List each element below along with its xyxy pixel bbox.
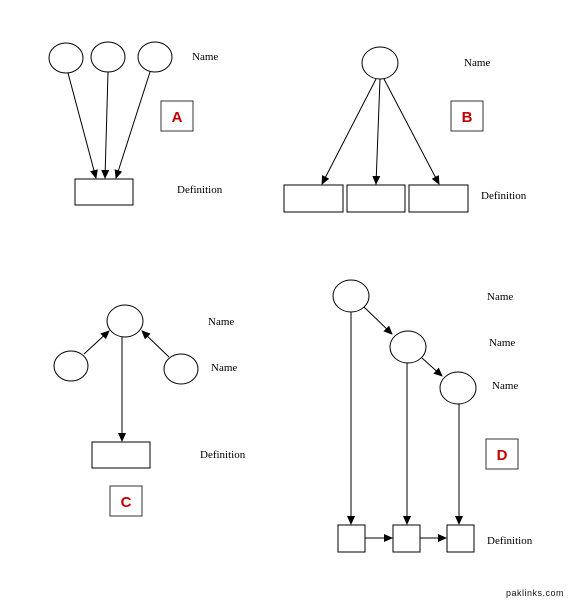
panel-a-definition-label: Definition [177, 184, 223, 196]
panel-d-tag: D [497, 447, 508, 464]
panel-d-name-label-3: Name [492, 380, 518, 392]
panel-a-name-label: Name [192, 51, 218, 63]
panel-a-edge-1 [67, 72, 98, 179]
panel-a-edge-2 [101, 71, 110, 179]
panel-d-name-label-1: Name [487, 291, 513, 303]
panel-a-name-node-2 [90, 41, 126, 73]
panel-d: Name Name Name Definition D [332, 279, 533, 553]
panel-c-name-node-left [53, 350, 89, 382]
panel-c-definition-node [91, 441, 151, 469]
panel-d-definition-node-1 [337, 524, 366, 553]
panel-d-edge-name-2-3 [421, 357, 443, 377]
panel-a-name-node-1 [48, 42, 84, 74]
panel-d-name-node-3 [439, 371, 477, 405]
panel-b-tag: B [462, 109, 473, 126]
panel-d-definition-node-2 [392, 524, 421, 553]
panel-b-name-node [361, 46, 399, 80]
panel-a-edge-3 [114, 71, 151, 179]
panel-c-name-label-right: Name [211, 362, 237, 374]
panel-b-name-label: Name [464, 57, 490, 69]
panel-d-name-label-2: Name [489, 337, 515, 349]
panel-c-name-label-top: Name [208, 316, 234, 328]
panel-c-name-node-top [106, 304, 144, 338]
panel-d-definition-label: Definition [487, 535, 533, 547]
panel-c: Name Name Definition C [53, 304, 246, 517]
panel-a: Name Definition A [48, 41, 223, 206]
panel-d-name-node-2 [389, 330, 427, 364]
panel-c-edge-left [83, 330, 110, 355]
panel-c-name-node-right [163, 353, 199, 385]
panel-d-edge-name-1-2 [363, 306, 393, 335]
panel-b: Name Definition B [283, 46, 527, 213]
panel-a-tag: A [172, 109, 183, 126]
watermark: paklinks.com [506, 588, 564, 598]
panel-b-edge-3 [383, 78, 440, 185]
panel-c-edge-right [141, 330, 170, 358]
panel-c-tag: C [121, 494, 132, 511]
panel-b-definition-node-1 [283, 184, 344, 213]
panel-b-edge-1 [321, 78, 377, 185]
panel-d-tag-box [485, 438, 519, 470]
panel-a-tag-box [160, 100, 194, 132]
panel-b-definition-label: Definition [481, 190, 527, 202]
panel-b-definition-node-3 [408, 184, 469, 213]
panel-c-tag-box [109, 485, 143, 517]
panel-b-edge-2 [372, 78, 381, 185]
panel-b-definition-node-2 [346, 184, 406, 213]
panel-d-definition-node-3 [446, 524, 475, 553]
panel-a-definition-node [74, 178, 134, 206]
panel-d-name-node-1 [332, 279, 370, 313]
panel-c-definition-label: Definition [200, 449, 246, 461]
panel-a-name-node-3 [137, 41, 173, 73]
panel-b-tag-box [450, 100, 484, 132]
